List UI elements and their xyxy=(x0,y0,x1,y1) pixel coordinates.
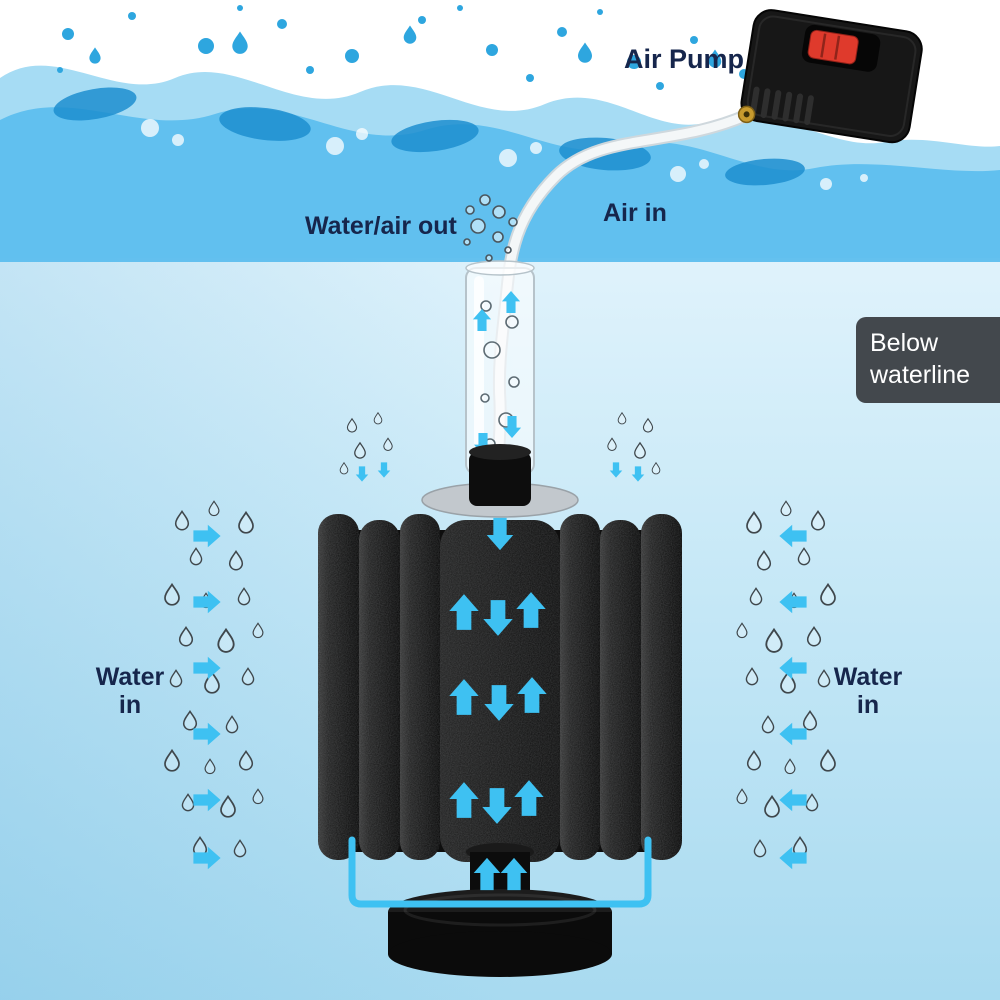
outlet-bubbles xyxy=(463,194,518,262)
air-pump-label: Air Pump xyxy=(624,44,745,74)
lift-tube xyxy=(465,260,535,475)
tube-bubbles xyxy=(480,300,520,450)
bottom-flow-bracket xyxy=(348,836,652,908)
air-pump xyxy=(737,9,923,144)
below-waterline-badge: Below waterline xyxy=(856,317,1000,403)
splash-droplets xyxy=(57,5,749,90)
water-air-out-label: Water/air out xyxy=(305,212,457,240)
water-in-left-line1: Water xyxy=(95,663,165,691)
water-in-right-line1: Water xyxy=(833,663,903,691)
water-in-right-label: Water in xyxy=(828,663,908,719)
water-in-right-line2: in xyxy=(856,691,880,719)
tube-collar xyxy=(421,444,579,518)
pump-vents xyxy=(749,86,814,125)
water-in-left-line2: in xyxy=(118,691,142,719)
foam-bubbles xyxy=(141,119,868,190)
water-in-left-label: Water in xyxy=(90,663,170,719)
air-in-label: Air in xyxy=(603,199,667,227)
